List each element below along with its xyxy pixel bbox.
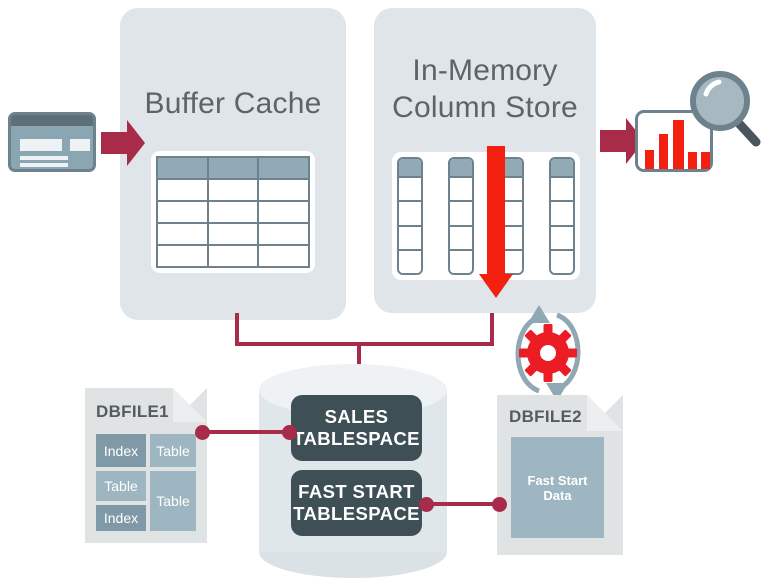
column-cell [500,176,523,201]
connector-database-dropper [357,344,361,376]
dbfile2-block-fast-start-data: Fast Start Data [511,437,604,538]
fast-start-tablespace[interactable]: FAST START TABLESPACE [291,470,422,536]
dbfile2-block-line2: Data [543,487,572,503]
card-detail-line [20,156,68,160]
connector-panels-left-riser [235,313,239,345]
column-header-cell [500,159,523,176]
report-bar [688,152,697,169]
output-arrow-icon [600,118,644,164]
buffer-cache-table [151,151,315,273]
column-cell [399,248,421,273]
column-header-cell [399,159,421,176]
column-cell [500,200,523,225]
column-cell [550,176,573,201]
column-cell [399,176,421,201]
connector-dot-dbfile2 [492,497,507,512]
connector-panels-horizontal [235,342,494,346]
gear-recycle-icon [515,305,581,401]
credit-card-icon [8,112,96,172]
connector-dot-dbfile1 [195,425,210,440]
column-store-column-1 [397,157,423,275]
sales-tablespace-line2: TABLESPACE [293,428,420,449]
dbfile2-block-line1: Fast Start [527,472,588,488]
column-store-column-4 [548,157,575,275]
report-bar [659,134,668,169]
fast-start-tablespace-line1: FAST START [298,481,415,502]
card-detail-block [20,139,62,151]
column-cell [449,200,472,225]
population-arrow-icon [479,146,513,298]
sales-tablespace[interactable]: SALES TABLESPACE [291,395,422,461]
panel-in-memory-column-store: In-Memory Column Store [374,8,596,313]
dbfile1-block-table-3: Table [150,471,196,531]
panel-buffer-cache: Buffer Cache [120,8,346,320]
connector-dbfile1-sales [200,430,290,434]
connector-dot-sales [282,425,297,440]
column-cell [399,200,421,225]
column-cell [500,224,523,249]
table-row [156,222,310,246]
buffer-cache-grid [156,156,310,268]
column-header-cell [449,159,472,176]
column-cell [399,224,421,249]
column-header-cell [550,159,573,176]
table-row [156,178,310,202]
column-cell [449,248,472,273]
dbfile1-label: DBFILE1 [96,402,169,421]
report-bar [645,150,654,169]
fast-start-tablespace-line2: TABLESPACE [293,503,420,524]
column-store-column-2 [447,157,474,275]
dbfile1-block-table-1: Table [150,434,196,467]
panel-column-store-title-line2: Column Store [392,91,578,124]
dbfile1-block-index-2: Index [96,505,146,531]
column-cell [550,200,573,225]
card-detail-line [20,163,68,167]
panel-buffer-cache-title: Buffer Cache [144,87,322,120]
column-cell [449,176,472,201]
card-detail-chip [70,139,90,151]
table-header-row [156,156,310,180]
dbfile2[interactable]: DBFILE2 Fast Start Data [497,395,623,555]
column-cell [550,248,573,273]
sales-tablespace-line1: SALES [324,406,389,427]
connector-faststart-dbfile2 [425,502,505,506]
column-cell [550,224,573,249]
table-row [156,244,310,268]
column-store-columns [392,152,580,280]
input-arrow-icon [101,120,145,166]
dbfile1[interactable]: DBFILE1 Index Table Table Table Index [85,388,207,543]
dbfile1-block-index-1: Index [96,434,146,467]
report-bar [701,152,710,169]
report-bar [673,120,684,169]
column-cell [449,224,472,249]
dbfile2-label: DBFILE2 [509,407,582,426]
table-row [156,200,310,224]
panel-column-store-title-line1: In-Memory [412,54,558,87]
connector-dot-faststart [419,497,434,512]
connector-panels-right-riser [490,313,494,345]
magnifier-icon [690,71,761,147]
column-cell [500,248,523,273]
card-magnetic-stripe [11,115,93,126]
dbfile1-block-table-2: Table [96,471,146,501]
